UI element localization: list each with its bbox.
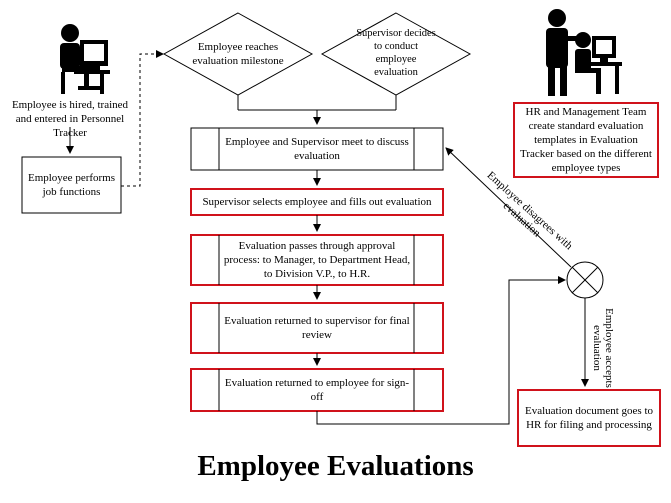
employee-performs-label: Employee performs job functions [27,172,116,198]
accepts-label: Employee accepts evaluation [591,308,615,388]
selects-box [190,188,444,216]
returned-employee-label: Evaluation returned to employee for sign… [224,377,410,403]
supervisor-decides-label: Supervisor decides to conduct employee e… [356,28,436,78]
hr-templates-box [513,102,659,178]
employee-performs-box [21,156,122,214]
hr-templates-label: HR and Management Team create standard e… [520,106,652,174]
returned-supervisor-label: Evaluation returned to supervisor for fi… [224,315,410,341]
approval-box [190,234,444,286]
employee-hired-label: Employee is hired, trained and entered i… [11,99,129,139]
approval-label: Evaluation passes through approval proce… [223,240,411,280]
returned-supervisor-box [190,302,444,354]
decision-x-icon [566,261,604,299]
page-title: Employee Evaluations [197,450,474,482]
employee-at-computer-icon [60,24,110,94]
hr-filing-label: Evaluation document goes to HR for filin… [525,405,653,431]
returned-employee-box [190,368,444,412]
milestone-label: Employee reaches evaluation milestone [192,41,284,67]
manager-with-employee-icon [546,9,622,96]
hr-filing-box [517,389,661,447]
selects-label: Supervisor selects employee and fills ou… [202,196,432,208]
meet-label: Employee and Supervisor meet to discuss … [225,136,409,162]
